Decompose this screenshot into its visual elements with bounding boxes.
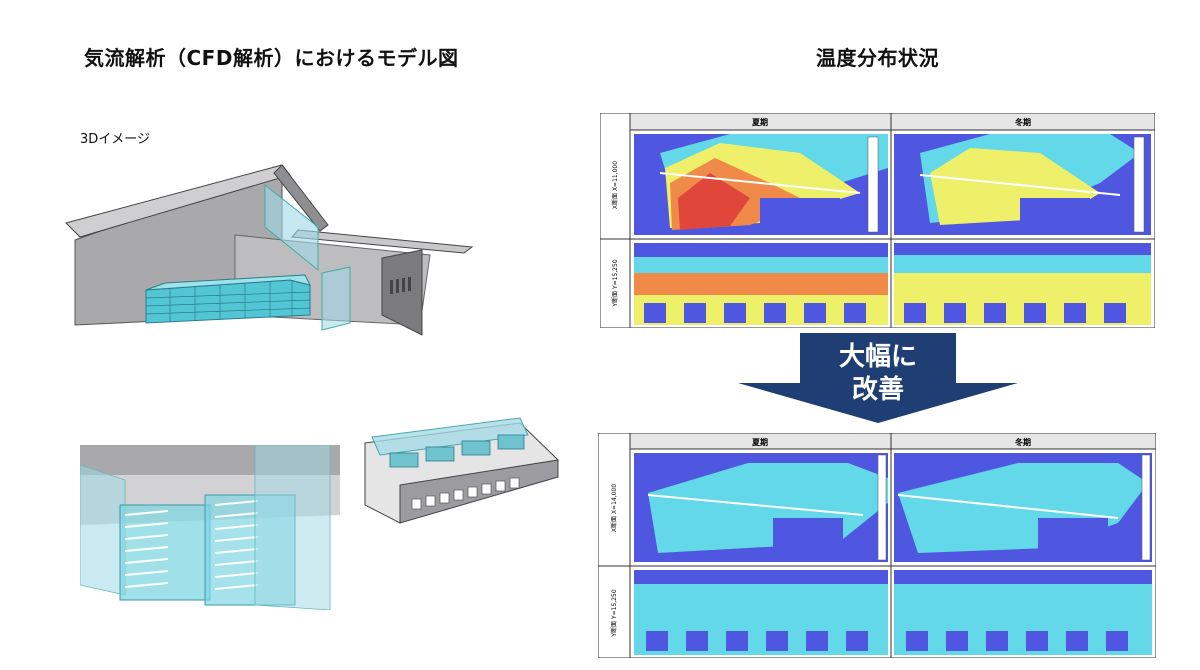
heatmap-winter-x xyxy=(894,134,1151,235)
col-header-winter: 冬期 xyxy=(1015,437,1031,447)
enclosure-glass-top xyxy=(371,417,529,456)
row-label-x-section: X断面 X=14,000 xyxy=(610,484,618,532)
heatmap-winter-y-after xyxy=(894,570,1152,655)
row-label-y-section: Y断面 Y=15,250 xyxy=(610,589,618,637)
heatmap-summer-x-after xyxy=(634,453,888,562)
col-header-summer: 夏期 xyxy=(751,117,768,127)
temperature-distribution-title: 温度分布状況 xyxy=(816,46,939,70)
arrow-text-line1: 大幅に xyxy=(839,342,917,372)
heatmap-summer-x xyxy=(634,134,888,235)
building-roof-ridge xyxy=(273,164,329,232)
glass-panel-left xyxy=(80,464,126,596)
heatmap-summer-y-after xyxy=(634,570,888,655)
col-header-summer: 夏期 xyxy=(751,437,768,447)
temperature-grid-before: 夏期 冬期 X断面 X=11,000 Y断面 Y=15,250 xyxy=(600,113,1155,328)
3d-image-label: 3Dイメージ xyxy=(80,132,151,147)
interior-cutaway-model xyxy=(80,445,340,610)
server-racks-3d xyxy=(145,274,311,324)
vent-openings xyxy=(390,277,411,294)
heatmap-winter-y xyxy=(894,243,1151,325)
glass-wall-upper xyxy=(264,183,319,272)
temperature-grid-after: 夏期 冬期 X断面 X=14,000 Y断面 Y=15,250 xyxy=(598,433,1156,658)
building-side-wall xyxy=(381,249,423,336)
model-diagram-title: 気流解析（CFD解析）におけるモデル図 xyxy=(84,46,459,70)
building-3d-model xyxy=(65,164,474,336)
enclosure-units xyxy=(389,434,525,468)
heatmap-summer-y xyxy=(634,243,888,325)
enclosure-model xyxy=(364,417,559,524)
glass-partition-lower xyxy=(321,266,351,331)
improvement-arrow: 大幅に 改善 xyxy=(738,333,1018,423)
enclosure-vents xyxy=(411,477,520,510)
row-label-y-section: Y断面 Y=15,250 xyxy=(611,259,619,307)
glass-panel-right xyxy=(254,445,331,610)
row-label-x-section: X断面 X=11,000 xyxy=(611,161,619,209)
heatmap-winter-x-after xyxy=(894,453,1152,562)
arrow-text-line2: 改善 xyxy=(852,374,904,405)
arrow-shape xyxy=(738,333,1018,423)
rack-stack-left xyxy=(119,504,211,601)
enclosure-front-face xyxy=(399,459,559,524)
col-header-winter: 冬期 xyxy=(1015,117,1031,127)
